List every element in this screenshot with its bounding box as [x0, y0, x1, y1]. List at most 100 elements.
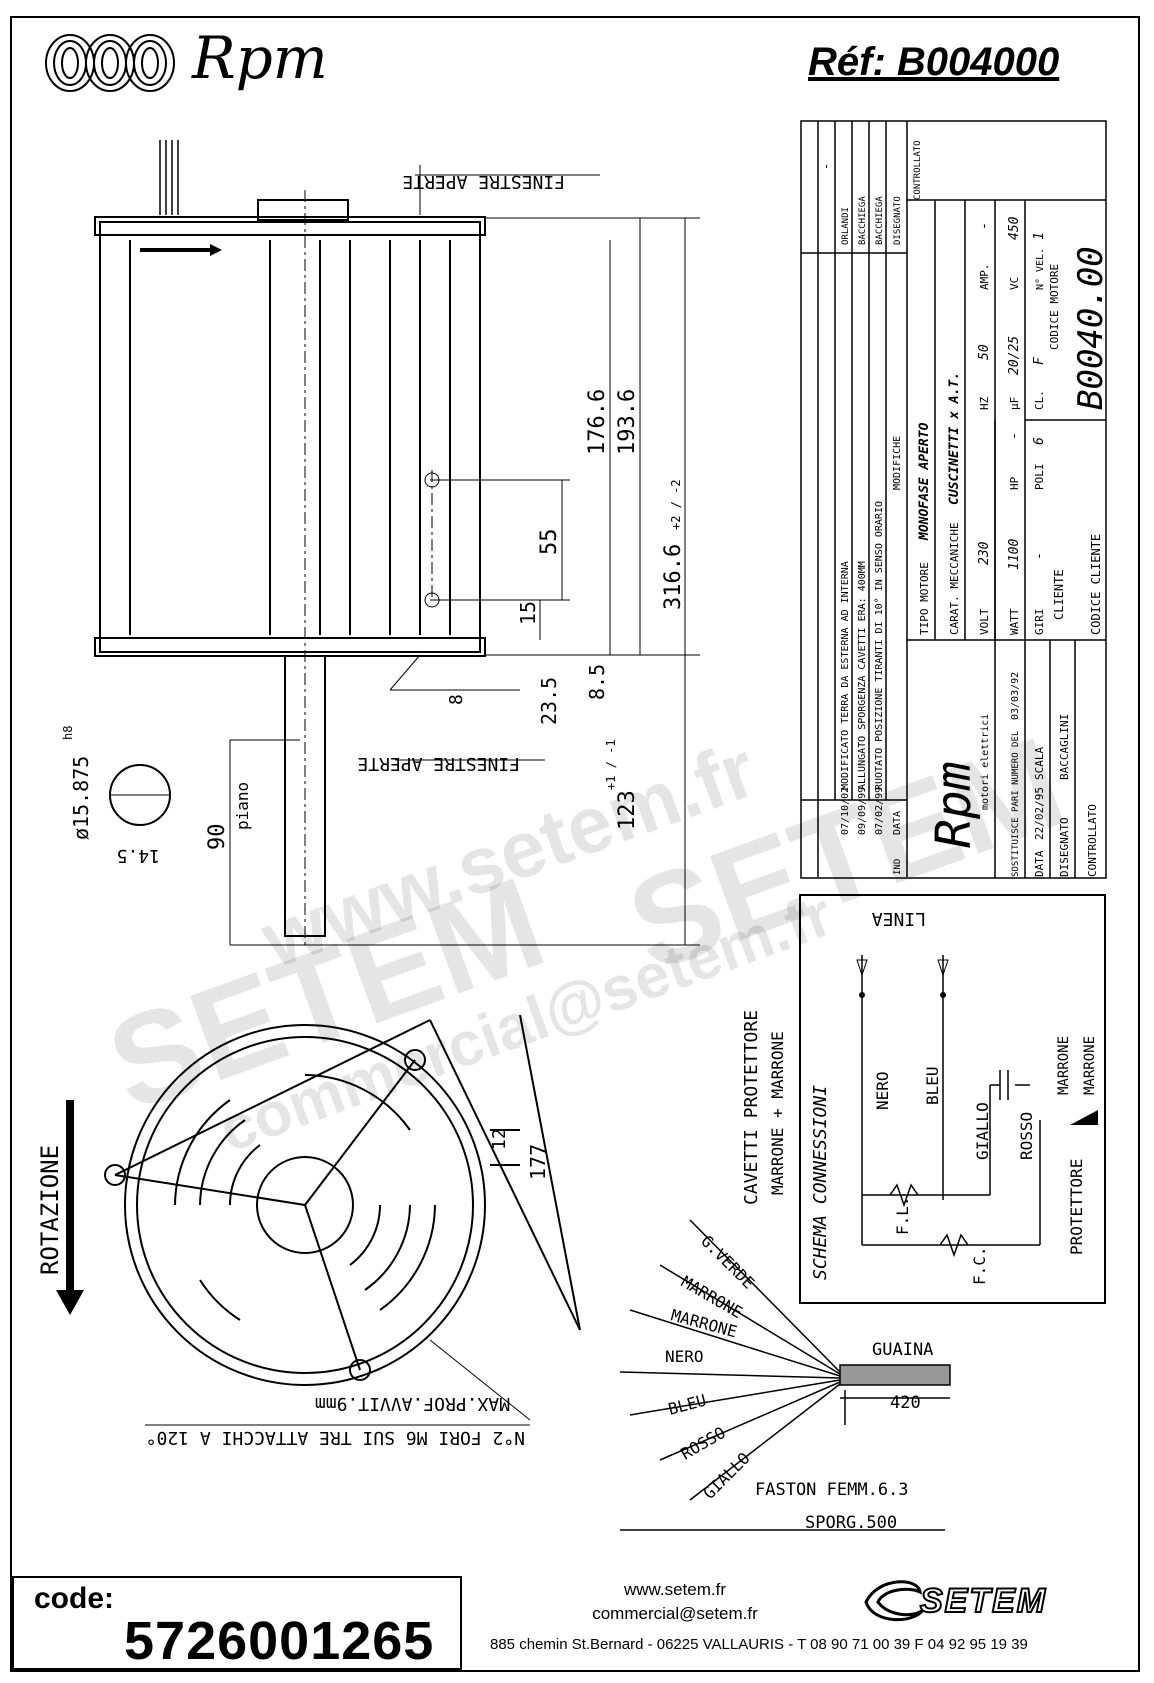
code-value: 5726001265 — [124, 1611, 435, 1671]
wire-label-3: NERO — [665, 1347, 704, 1366]
poles-label: POLI — [1033, 464, 1046, 491]
rev-1-date: 09/09/99 — [857, 787, 868, 835]
col-designer: DISEGNATO — [893, 196, 903, 245]
amp-label: AMP. — [978, 264, 991, 291]
schema-protettore: PROTETTORE — [1067, 1159, 1086, 1255]
designed-by-label: DISEGNATO — [1058, 817, 1071, 877]
schema-fl: F.L. — [893, 1196, 912, 1235]
uf-value: 20/25 — [1007, 336, 1022, 375]
technical-drawing: FINESTRE APERTE FINESTRE APERTE 176.6 19… — [36, 140, 1106, 1533]
footer-address: 885 chemin St.Bernard - 06225 VALLAURIS … — [490, 1636, 1028, 1653]
rev-1-mod: ALLUNGATO SPORGENZA CAVETTI ERA: 400MM — [857, 561, 868, 790]
motor-code-value: B0040.00 — [1071, 246, 1108, 410]
brand-logo-text: Rpm — [192, 24, 328, 92]
footer-brand: SETEM — [919, 1581, 1048, 1621]
schema-marrone-2: MARRONE — [1082, 1036, 1098, 1095]
dim-123: 123 — [615, 790, 640, 830]
speeds-label: N° VEL. — [1035, 248, 1046, 290]
dim-316: 316.6 — [661, 544, 686, 610]
class-label: CL. — [1033, 390, 1046, 410]
rotation-label: ROTAZIONE — [36, 1145, 64, 1275]
wire-label-4: BLEU — [666, 1391, 708, 1419]
rev-1-designer: BACCHIEGA — [858, 196, 868, 245]
piano-label: piano — [233, 782, 252, 830]
hp-value: - — [1007, 432, 1022, 440]
code-box: code: 5726001265 — [12, 1576, 462, 1671]
speeds-value: 1 — [1032, 232, 1047, 240]
reference-number: Réf: B004000 — [808, 40, 1060, 84]
company-subtitle: motori elettrici — [980, 714, 991, 810]
title-block — [800, 120, 1107, 879]
dim-12: 12 — [489, 1128, 510, 1150]
dim-55: 55 — [537, 529, 562, 556]
replaces-label: SOSTITUISCE PARI NUMERO DEL — [1011, 731, 1021, 877]
amp-value: - — [977, 222, 992, 230]
schema-title: SCHEMA CONNESSIONI — [810, 1085, 831, 1280]
col-ind: IND — [893, 859, 903, 875]
uf-label: μF — [1008, 397, 1021, 410]
engine-type-label: TIPO MOTORE — [918, 562, 931, 635]
watt-value: 1100 — [1007, 539, 1022, 570]
company-logo-text: Rpm — [926, 761, 982, 848]
schema-bleu: BLEU — [923, 1066, 942, 1105]
engine-type-value: MONOFASE APERTO — [917, 422, 932, 541]
motor-body — [99, 221, 481, 653]
cavetti-label: CAVETTI PROTETTORE — [741, 1010, 762, 1205]
dim-316-tolerance: +2 / -2 — [669, 479, 683, 530]
dim-123-tolerance: +1 / -1 — [604, 739, 618, 790]
designed-by-value: BACCAGLINI — [1058, 714, 1071, 780]
col-modifications: MODIFICHE — [892, 436, 903, 490]
dim-8-5: 8.5 — [585, 664, 609, 700]
replaces-date: 03/03/92 — [1010, 672, 1021, 720]
client-code-label: CODICE CLIENTE — [1089, 534, 1103, 635]
motor-code-label: CODICE MOTORE — [1048, 264, 1061, 350]
class-value: F — [1032, 356, 1047, 365]
hp-label: HP — [1008, 476, 1021, 490]
holes-note: N°2 FORI M6 SUI TRE ATTACCHI A 120° — [146, 1427, 525, 1448]
scale-label: SCALA — [1033, 747, 1046, 780]
footer-email[interactable]: commercial@setem.fr — [592, 1604, 758, 1623]
rev-2-date: 07/02/99 — [874, 787, 885, 835]
watt-label: WATT — [1008, 608, 1021, 635]
shaft-tolerance: h8 — [61, 726, 75, 740]
mechanical-value: CUSCINETTI x A.T. — [947, 372, 962, 505]
dim-420: 420 — [890, 1393, 921, 1413]
protrusion-label: SPORG.500 — [805, 1513, 897, 1533]
volt-value: 230 — [977, 541, 992, 565]
volt-label: VOLT — [978, 608, 991, 635]
checked-by-label: CONTROLLATO — [1086, 804, 1099, 877]
footer-website[interactable]: www.setem.fr — [623, 1580, 727, 1599]
rev-2-mod: RUOTATO POSIZIONE TIRANTI DI 10° IN SENS… — [874, 501, 885, 790]
rpm-label: GIRI — [1033, 609, 1046, 636]
wire-label-6: GIALLO — [699, 1449, 753, 1503]
window-label-top: FINESTRE APERTE — [402, 171, 565, 192]
dim-23-5: 23.5 — [537, 677, 561, 725]
poles-value: 6 — [1032, 437, 1047, 445]
placeholder-dash: - — [819, 163, 833, 170]
date-value: 22/02/95 — [1033, 787, 1046, 840]
vc-value: 450 — [1007, 216, 1022, 240]
depth-note: MAX.PROF.AVVIT.9mm — [315, 1393, 510, 1414]
sheath-label: GUAINA — [872, 1340, 933, 1360]
col-date: DATA — [892, 811, 903, 835]
rpm-value: - — [1032, 552, 1047, 560]
dim-193: 193.6 — [615, 389, 640, 455]
dim-177: 177 — [526, 1144, 550, 1180]
schema-rosso: ROSSO — [1017, 1112, 1036, 1160]
mechanical-label: CARAT. MECCANICHE — [948, 522, 961, 635]
schema-fc: F.C. — [970, 1246, 989, 1285]
window-label-bottom: FINESTRE APERTE — [357, 753, 520, 774]
dim-15: 15 — [516, 601, 540, 625]
drawing-frame — [10, 16, 1140, 1672]
rev-0-designer: ORLANDI — [841, 207, 851, 245]
rev-0-date: 07/10/02 — [840, 787, 851, 835]
dim-90: 90 — [205, 824, 230, 851]
rev-0-mod: MODIFICATO TERRA DA ESTERNA AD INTERNA — [840, 561, 851, 790]
setem-swirl-icon — [864, 1580, 925, 1622]
wire-label-5: ROSSO — [678, 1423, 729, 1464]
client-label: CLIENTE — [1052, 569, 1066, 620]
line-label: LINEA — [872, 908, 926, 929]
dim-8: 8 — [446, 694, 467, 705]
hz-label: HZ — [978, 396, 991, 410]
hz-value: 50 — [977, 344, 992, 360]
